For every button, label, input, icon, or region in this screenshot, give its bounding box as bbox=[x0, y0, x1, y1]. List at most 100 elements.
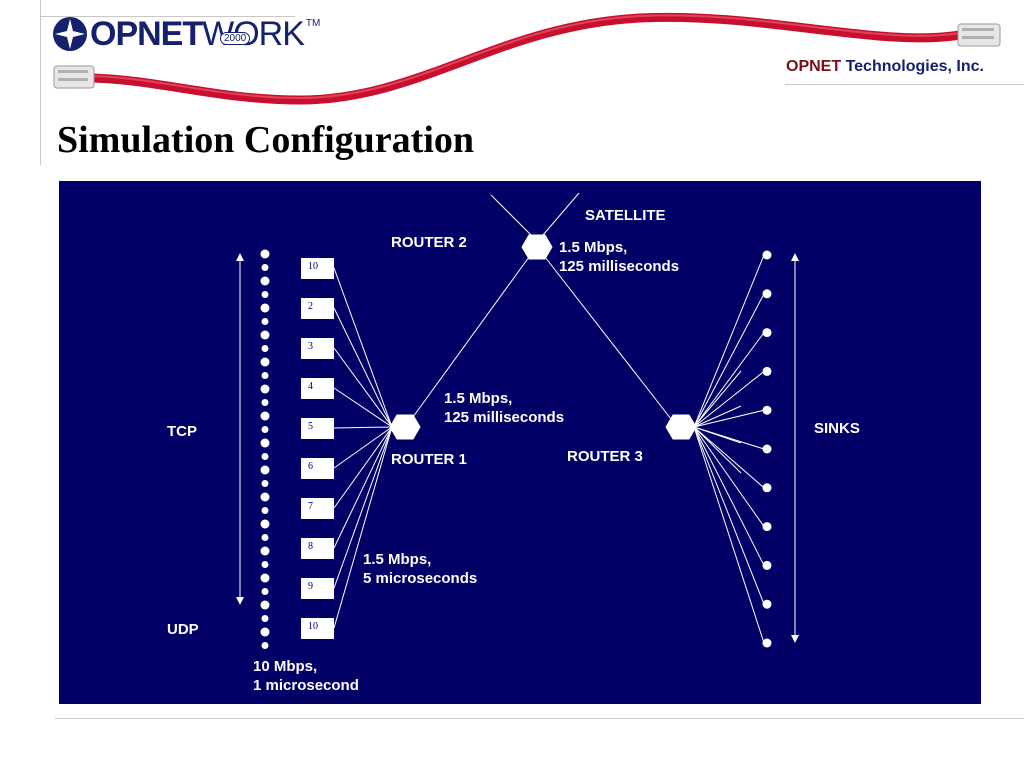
source-link-label: 10 Mbps, 1 microsecond bbox=[253, 657, 359, 695]
sink-link-extra bbox=[693, 426, 742, 444]
source-link-delay: 1 microsecond bbox=[253, 677, 359, 694]
sink-link-extra bbox=[693, 426, 742, 474]
access-link bbox=[333, 426, 393, 549]
source-host-dot bbox=[261, 345, 269, 352]
sink-link-extra bbox=[693, 405, 742, 428]
sink-dot bbox=[762, 522, 772, 532]
router3-label: ROUTER 3 bbox=[567, 448, 643, 465]
source-host-dot bbox=[260, 303, 270, 313]
source-host-dot bbox=[261, 615, 269, 622]
access-link bbox=[333, 426, 393, 469]
source-host-dot bbox=[261, 480, 269, 487]
tcp-range-arrow-head-up bbox=[236, 253, 244, 261]
source-box-label: 6 bbox=[308, 461, 313, 472]
access-link bbox=[333, 426, 393, 429]
sink-dot bbox=[762, 599, 772, 609]
source-box bbox=[301, 458, 334, 479]
sink-dot bbox=[762, 250, 772, 260]
source-box bbox=[301, 298, 334, 319]
source-host-dot bbox=[260, 330, 270, 340]
source-host-dot bbox=[261, 507, 269, 514]
sink-dot bbox=[762, 405, 772, 415]
access-link bbox=[333, 426, 393, 509]
access-link-delay: 5 microseconds bbox=[363, 570, 478, 587]
sink-link-extra bbox=[693, 370, 742, 428]
sink-link bbox=[693, 254, 765, 428]
sinks-range-arrow-head-down bbox=[791, 635, 799, 643]
source-host-dot bbox=[261, 453, 269, 460]
router1-icon bbox=[389, 414, 421, 440]
access-link bbox=[333, 426, 393, 629]
source-host-dot bbox=[261, 291, 269, 298]
sink-link bbox=[693, 293, 765, 428]
company-name: OPNET Technologies, Inc. bbox=[786, 58, 984, 76]
satellite-label: SATELLITE bbox=[585, 207, 666, 224]
router1-label: ROUTER 1 bbox=[391, 451, 467, 468]
cable-connector-left bbox=[53, 65, 95, 89]
logo-text-thin: WORK bbox=[202, 15, 305, 53]
tcp-label: TCP bbox=[167, 423, 197, 440]
logo-star-icon bbox=[53, 17, 87, 51]
source-box bbox=[301, 538, 334, 559]
logo-year-badge: 2000 bbox=[220, 32, 251, 45]
header-divider-top bbox=[40, 16, 295, 17]
source-host-dot bbox=[261, 399, 269, 406]
sink-link bbox=[693, 426, 765, 644]
sink-dot bbox=[762, 638, 772, 648]
access-link-rate: 1.5 Mbps, bbox=[363, 551, 432, 568]
source-host-dot bbox=[260, 465, 270, 475]
source-host-dot bbox=[261, 372, 269, 379]
satellite-link-delay: 125 milliseconds bbox=[559, 258, 680, 275]
satellite-antenna-right bbox=[542, 192, 580, 236]
source-box bbox=[301, 498, 334, 519]
router-link-label: 1.5 Mbps, 125 milliseconds bbox=[444, 389, 564, 427]
sink-link bbox=[693, 426, 765, 566]
company-name-brand: OPNET bbox=[786, 58, 842, 75]
source-host-dot bbox=[260, 438, 270, 448]
source-box bbox=[301, 338, 334, 359]
source-box-label: 8 bbox=[308, 541, 313, 552]
source-box bbox=[301, 578, 334, 599]
company-name-suffix: Technologies, Inc. bbox=[841, 58, 984, 75]
source-box-label: 7 bbox=[308, 501, 313, 512]
cable-connector-right bbox=[957, 23, 1001, 47]
udp-label: UDP bbox=[167, 621, 199, 638]
source-box bbox=[301, 618, 334, 639]
sink-link bbox=[693, 426, 765, 527]
source-host-dot bbox=[261, 642, 269, 649]
router2-icon bbox=[521, 234, 553, 260]
source-host-dot bbox=[260, 627, 270, 637]
source-box-label: 10 bbox=[308, 621, 318, 632]
source-host-dot bbox=[260, 249, 270, 259]
sink-dot bbox=[762, 483, 772, 493]
source-host-dot bbox=[260, 600, 270, 610]
source-host-dot bbox=[261, 264, 269, 271]
tcp-range-arrow-head-down bbox=[236, 597, 244, 605]
access-link-label: 1.5 Mbps, 5 microseconds bbox=[363, 550, 477, 588]
router-link-rate: 1.5 Mbps, bbox=[444, 390, 513, 407]
sinks-label: SINKS bbox=[814, 420, 860, 437]
source-host-dot bbox=[261, 588, 269, 595]
source-box-label: 9 bbox=[308, 581, 313, 592]
logo-text-bold: OPNET bbox=[90, 15, 203, 53]
router-link-delay: 125 milliseconds bbox=[444, 409, 565, 426]
source-host-dot bbox=[261, 426, 269, 433]
sinks-range-arrow-head-up bbox=[791, 253, 799, 261]
sink-link bbox=[693, 371, 765, 428]
logo-trademark: TM bbox=[305, 18, 321, 29]
source-host-dot bbox=[261, 534, 269, 541]
source-host-dot bbox=[260, 546, 270, 556]
router2-label: ROUTER 2 bbox=[391, 234, 467, 251]
access-link bbox=[333, 387, 393, 428]
sink-link bbox=[693, 426, 765, 489]
source-host-dot bbox=[260, 411, 270, 421]
link-router1-router2 bbox=[412, 256, 530, 418]
sink-link bbox=[693, 332, 765, 428]
sink-dot bbox=[762, 444, 772, 454]
source-host-dot bbox=[260, 357, 270, 367]
link-router2-router3 bbox=[544, 256, 672, 420]
source-link-rate: 10 Mbps, bbox=[253, 658, 318, 675]
source-box-label: 10 bbox=[308, 261, 318, 272]
source-box bbox=[301, 378, 334, 399]
